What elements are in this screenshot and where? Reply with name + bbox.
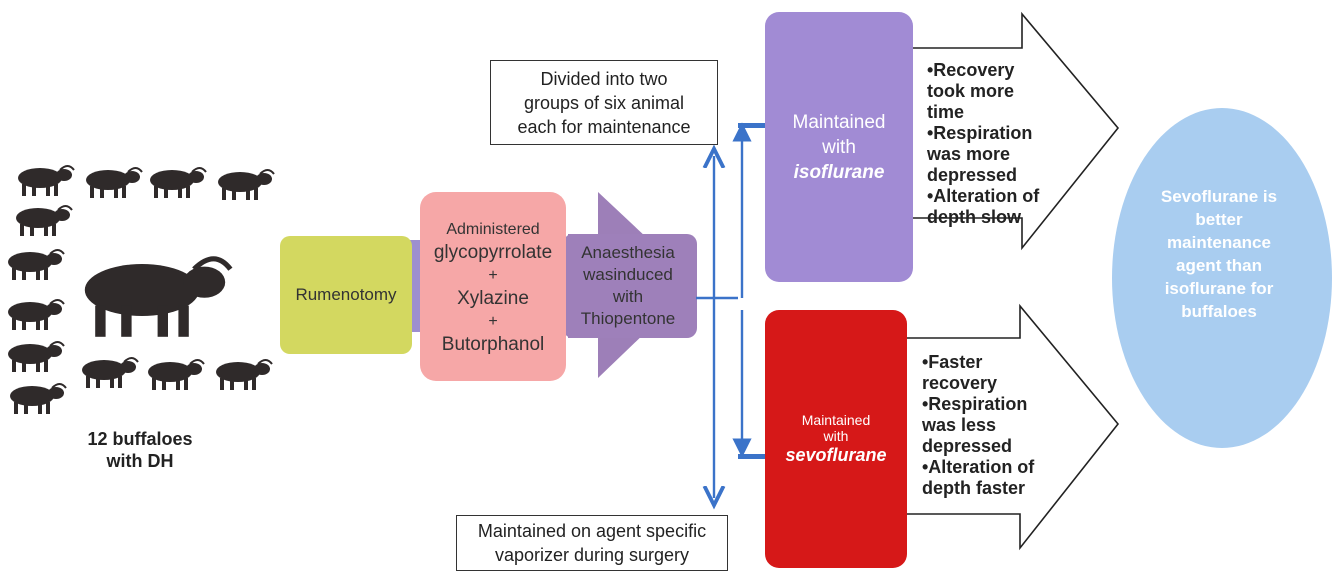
groups-note-line: each for maintenance (517, 116, 691, 137)
conclusion-line: agent than (1176, 256, 1262, 275)
induction-line: wasinduced (583, 265, 673, 284)
sevo-finding: •Respiration was less depressed (913, 394, 1073, 457)
premed-line: Administered (446, 220, 540, 238)
premed-plus: + (488, 266, 498, 284)
induction-line: Thiopentone (580, 309, 676, 328)
isoflurane-findings: •Recovery took more time •Respiration wa… (918, 60, 1078, 228)
conclusion-line: better (1195, 210, 1243, 229)
groups-note-line: groups of six animal (523, 92, 685, 113)
iso-line: with (822, 136, 856, 158)
herd-label-line: 12 buffaloes (87, 429, 193, 449)
finding-line: was less (922, 415, 997, 435)
finding-line: •Respiration (927, 123, 1033, 143)
sevo-agent: sevoflurane (785, 445, 887, 465)
sevo-findings-arrow (904, 303, 1120, 551)
iso-agent: isoflurane (793, 161, 885, 183)
premed-line: Butorphanol (441, 333, 545, 355)
conclusion-text: Sevoflurane is better maintenance agent … (1148, 185, 1290, 323)
vaporizer-note-line: Maintained on agent specific (477, 521, 707, 541)
finding-line: depth slow (927, 207, 1021, 227)
premedication-box: Administered glycopyrrolate + Xylazine +… (420, 192, 566, 381)
induction-label: Anaesthesia wasinduced with Thiopentone (560, 232, 696, 340)
iso-finding: •Recovery took more time (918, 60, 1078, 123)
finding-line: time (927, 102, 965, 122)
finding-line: recovery (922, 373, 998, 393)
finding-line: •Alteration of (927, 186, 1040, 206)
sevo-line: with (823, 428, 849, 444)
vaporizer-note-line: vaporizer during surgery (494, 545, 690, 565)
premed-line: glycopyrrolate (433, 241, 553, 263)
groups-note: Divided into two groups of six animal ea… (490, 60, 718, 145)
sevo-finding: •Alteration of depth faster (913, 457, 1073, 499)
groups-note-line: Divided into two (540, 68, 668, 89)
buffalo-icon (7, 165, 275, 415)
induction-line: with (612, 287, 644, 306)
connector-iso-bar (738, 123, 768, 128)
finding-line: •Faster (922, 352, 983, 372)
finding-line: took more (927, 81, 1015, 101)
finding-line: was more (927, 144, 1011, 164)
iso-finding: •Alteration of depth slow (918, 186, 1078, 228)
conclusion-line: maintenance (1167, 233, 1271, 252)
connector-sevo-bar (738, 454, 768, 459)
premed-plus: + (488, 312, 498, 330)
finding-line: •Respiration (922, 394, 1028, 414)
isoflurane-box: Maintained with isoflurane (765, 12, 913, 282)
sevo-line: Maintained (801, 412, 871, 428)
finding-line: depth faster (922, 478, 1026, 498)
induction-box-shape (563, 234, 697, 338)
induction-line: Anaesthesia (581, 243, 675, 262)
premed-line: Xylazine (457, 287, 529, 309)
iso-line: Maintained (792, 111, 886, 133)
finding-line: depressed (922, 436, 1013, 456)
rumenotomy-label: Rumenotomy (295, 285, 397, 304)
conclusion-line: buffaloes (1181, 302, 1257, 321)
sevoflurane-box: Maintained with sevoflurane (765, 310, 907, 568)
sevo-finding: •Faster recovery (913, 352, 1073, 394)
conclusion-line: isoflurane for (1164, 279, 1274, 298)
iso-findings-arrow (911, 11, 1120, 251)
finding-line: •Recovery (927, 60, 1015, 80)
buffalo-herd (7, 165, 275, 415)
finding-line: depressed (927, 165, 1018, 185)
herd-label-line: with DH (106, 451, 174, 471)
sevoflurane-findings: •Faster recovery •Respiration was less d… (913, 352, 1073, 499)
herd-label: 12 buffaloes with DH (40, 428, 240, 472)
vaporizer-note: Maintained on agent specific vaporizer d… (456, 515, 728, 571)
rumenotomy-box: Rumenotomy (280, 236, 412, 354)
iso-finding: •Respiration was more depressed (918, 123, 1078, 186)
finding-line: •Alteration of (922, 457, 1035, 477)
conclusion-line: Sevoflurane is (1160, 187, 1278, 206)
conclusion-ellipse (1112, 108, 1332, 448)
